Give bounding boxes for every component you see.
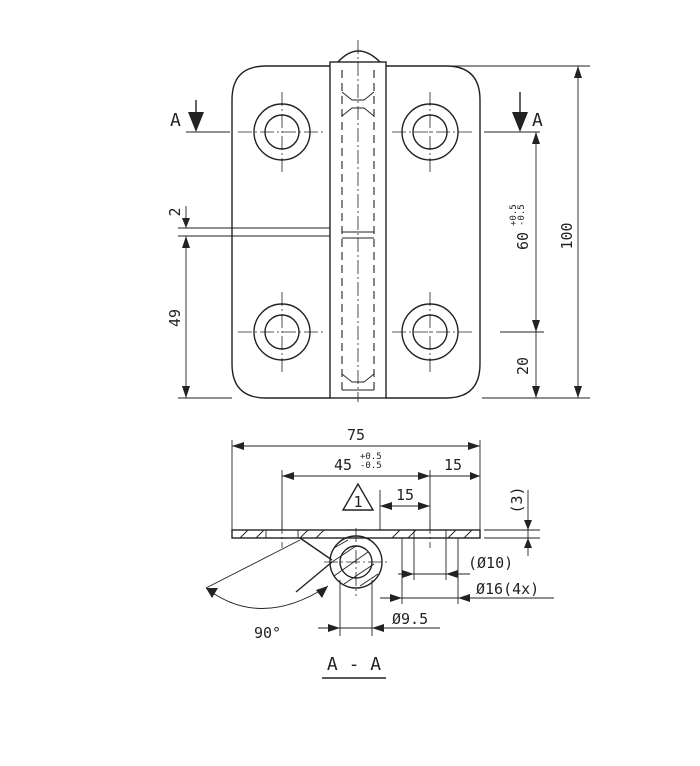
dim-thickness: (3): [484, 486, 540, 556]
hole-bottom-left: [238, 292, 326, 372]
dim-hole-spacing-text: 60: [514, 232, 532, 250]
dim-hole-spacing-tol-plus: +0.5: [509, 204, 519, 226]
dim-gap: 2: [166, 206, 232, 229]
dim-edge-right: 15: [430, 456, 480, 480]
knuckle-lower-detail: [341, 373, 375, 391]
dim-angle: 90°: [205, 539, 329, 642]
dim-edge-inner-text: 15: [396, 486, 414, 504]
section-label-right: A: [532, 110, 543, 131]
section-label-left: A: [170, 110, 181, 131]
dim-edge-right-text: 15: [444, 456, 462, 474]
dim-pin-dia-text: Ø9.5: [392, 610, 428, 628]
dim-lower-leaf: 49: [166, 235, 232, 399]
dim-counterbore-text: Ø16(4x): [476, 580, 539, 598]
dim-hole-pitch-tol-minus: -0.5: [360, 461, 382, 471]
dim-bottom-offset: 20: [514, 332, 540, 398]
hinge-pin-cap: [337, 50, 381, 63]
dim-width: 75: [231, 426, 481, 530]
dim-bottom-offset-text: 20: [514, 357, 532, 375]
dim-hole-spacing: 60 +0.5 -0.5: [500, 132, 544, 333]
dim-width-text: 75: [347, 426, 365, 444]
section-marker-left: A: [170, 100, 230, 133]
dim-angle-text: 90°: [254, 624, 281, 642]
hole-top-right: [392, 92, 474, 172]
triangle-mark-text: 1: [353, 493, 362, 511]
dim-edge-inner: 15: [379, 486, 430, 530]
dim-counterbore: Ø16(4x): [380, 538, 554, 604]
surface-mark-triangle: 1: [341, 482, 375, 511]
hole-bottom-right: [392, 292, 474, 372]
dim-hole-spacing-tol-minus: -0.5: [517, 204, 527, 226]
dim-hole-pitch-tol-plus: +0.5: [360, 452, 382, 462]
hole-top-left: [238, 92, 326, 172]
knuckle-upper-detail: [341, 91, 375, 117]
knuckle-section: [295, 528, 390, 596]
dim-hole-dia-text: (Ø10): [468, 554, 513, 572]
left-leaf-outline: [231, 65, 330, 399]
section-view-a-a: 75 45 +0.5 -0.5 15 15 1: [205, 426, 554, 679]
dim-gap-text: 2: [166, 207, 184, 216]
dim-height-text: 100: [558, 222, 576, 249]
dim-hole-pitch: 45 +0.5 -0.5: [281, 452, 431, 530]
section-marker-right: A: [484, 92, 543, 133]
dim-lower-leaf-text: 49: [166, 309, 184, 327]
dim-pin-dia: Ø9.5: [318, 580, 440, 636]
section-title: A - A: [322, 654, 386, 679]
dim-thickness-text: (3): [508, 486, 526, 513]
knuckle-middle-detail: [342, 231, 374, 239]
dim-hole-dia: (Ø10): [398, 538, 513, 580]
section-title-text: A - A: [327, 654, 381, 675]
hinge-top-view: A A 100 60 +0.5 -0.5 2: [166, 40, 590, 402]
dim-height: 100: [386, 65, 590, 399]
dim-hole-pitch-text: 45: [334, 456, 352, 474]
right-leaf-outline: [386, 65, 481, 399]
